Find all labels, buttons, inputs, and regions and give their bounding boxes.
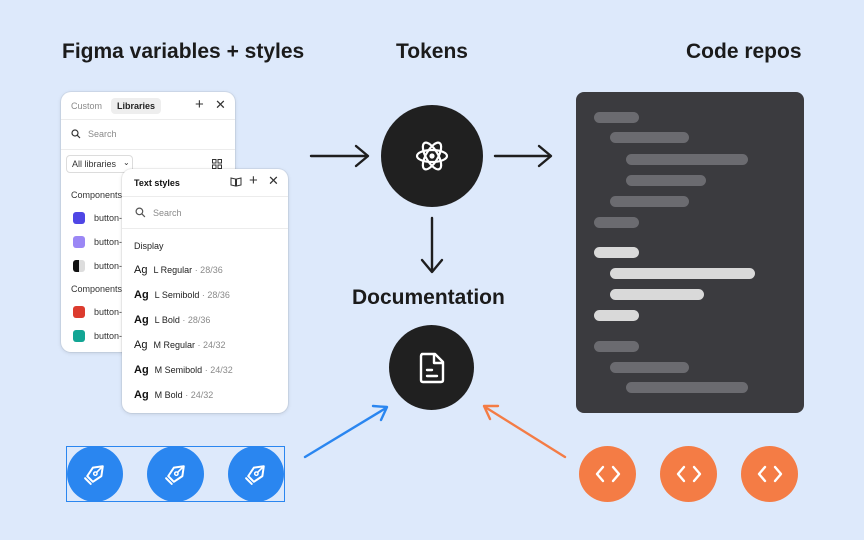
code-brackets-icon [595, 465, 620, 483]
style-name: M Regular [153, 340, 195, 350]
code-line [594, 217, 639, 228]
heading-code-repos: Code repos [686, 40, 802, 63]
pen-tool-button[interactable] [228, 446, 284, 502]
pen-tool-button[interactable] [67, 446, 123, 502]
style-name: L Regular [153, 265, 193, 275]
code-line-highlight [594, 247, 639, 258]
text-style-item[interactable]: Ag L Regular · 28/36 [134, 264, 223, 276]
heading-tokens: Tokens [396, 40, 468, 63]
code-line [626, 382, 748, 393]
code-line [610, 132, 689, 143]
tab-custom[interactable]: Custom [71, 101, 103, 111]
color-swatch [73, 260, 85, 272]
style-name: M Bold [154, 390, 183, 400]
code-brackets-icon [757, 465, 782, 483]
arrow-tokens-to-code [493, 144, 553, 168]
code-line [626, 175, 706, 186]
code-brackets-icon [676, 465, 701, 483]
grid-view-icon[interactable] [212, 159, 222, 169]
style-meta: · 24/32 [197, 340, 226, 350]
list-item[interactable]: button- [94, 213, 123, 223]
code-line [594, 341, 639, 352]
arrow-figma-to-docs [303, 404, 389, 459]
text-style-item[interactable]: Ag L Semibold · 28/36 [134, 289, 230, 301]
text-style-item[interactable]: Ag M Bold · 24/32 [134, 389, 213, 401]
library-filter-dropdown[interactable]: All libraries ⌄ [66, 155, 133, 173]
list-item[interactable]: button- [94, 237, 123, 247]
sample-glyph: Ag [134, 389, 149, 401]
sample-glyph: Ag [134, 314, 149, 326]
heading-documentation: Documentation [352, 286, 505, 309]
text-styles-panel: Text styles + ✕ Search Display Ag L Regul… [122, 169, 288, 413]
plus-icon[interactable]: + [195, 96, 204, 113]
style-meta: · 28/36 [182, 315, 211, 325]
divider [122, 196, 288, 197]
color-swatch [73, 306, 85, 318]
document-icon [419, 352, 444, 383]
color-swatch [73, 212, 85, 224]
code-editor-panel [576, 92, 804, 413]
list-item[interactable]: button- [94, 307, 123, 317]
search-icon [71, 129, 81, 139]
book-icon[interactable] [230, 177, 242, 187]
panel-title: Text styles [134, 178, 180, 188]
tab-libraries[interactable]: Libraries [111, 98, 162, 114]
code-line-highlight [610, 268, 755, 279]
heading-figma: Figma variables + styles [62, 40, 305, 63]
atom-icon [415, 141, 449, 171]
list-item[interactable]: button- [94, 331, 123, 341]
pen-tool-button[interactable] [147, 446, 204, 502]
style-meta: · 24/32 [204, 365, 233, 375]
color-swatch [73, 330, 85, 342]
style-name: L Semibold [154, 290, 200, 300]
search-icon [135, 207, 146, 218]
search-input[interactable]: Search [153, 208, 182, 218]
sample-glyph: Ag [134, 364, 149, 376]
code-repo-button[interactable] [660, 446, 717, 502]
arrow-figma-to-tokens [309, 144, 370, 168]
chevron-down-icon: ⌄ [123, 158, 130, 167]
text-style-item[interactable]: Ag L Bold · 28/36 [134, 314, 210, 326]
text-style-item[interactable]: Ag M Semibold · 24/32 [134, 364, 233, 376]
section-components: Components [71, 284, 123, 294]
style-meta: · 28/36 [201, 290, 230, 300]
group-label: Display [134, 241, 164, 251]
search-input[interactable]: Search [88, 129, 117, 139]
filter-label: All libraries [72, 159, 117, 169]
sample-glyph: Ag [134, 289, 149, 301]
arrow-code-to-docs [482, 404, 567, 459]
pen-tool-icon [245, 465, 265, 485]
documentation-node [389, 325, 474, 410]
close-icon[interactable]: ✕ [268, 173, 279, 188]
code-line-highlight [610, 289, 704, 300]
style-name: M Semibold [154, 365, 203, 375]
color-swatch [73, 236, 85, 248]
code-line [610, 196, 689, 207]
list-item[interactable]: button- [94, 261, 123, 271]
divider [61, 119, 235, 120]
close-icon[interactable]: ✕ [215, 97, 226, 112]
code-line [610, 362, 689, 373]
plus-icon[interactable]: + [249, 172, 258, 189]
pen-tool-icon [84, 465, 104, 485]
sample-glyph: Ag [134, 339, 148, 351]
code-repo-button[interactable] [579, 446, 636, 502]
code-line [594, 112, 639, 123]
text-style-item[interactable]: Ag M Regular · 24/32 [134, 339, 226, 351]
style-meta: · 24/32 [185, 390, 214, 400]
arrow-tokens-to-docs [420, 216, 444, 274]
code-line [626, 154, 748, 165]
sample-glyph: Ag [134, 264, 148, 276]
section-components: Components [71, 190, 123, 200]
divider [61, 149, 235, 150]
code-repo-button[interactable] [741, 446, 798, 502]
tokens-node [381, 105, 483, 207]
code-line-highlight [594, 310, 639, 321]
pen-tool-icon [164, 465, 185, 485]
divider [122, 228, 288, 229]
style-name: L Bold [154, 315, 180, 325]
style-meta: · 28/36 [194, 265, 223, 275]
